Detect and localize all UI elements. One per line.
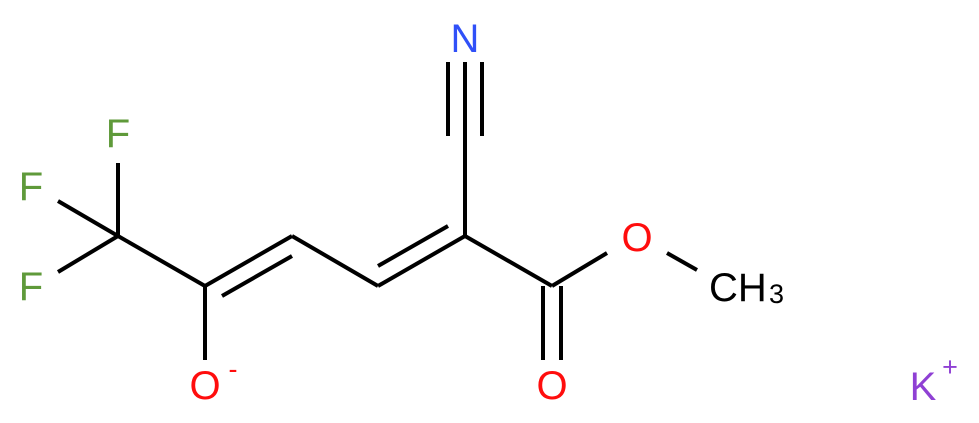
methyl-subscript: 3: [769, 279, 784, 309]
fluorine-left-label: F: [19, 165, 43, 209]
bond-cf3-c2: [117, 234, 206, 288]
bond-c2-c3-inner: [221, 254, 293, 298]
methyl-label: CH: [709, 266, 767, 310]
bond-c4-c5: [377, 234, 466, 288]
bond-c5-cester: [464, 234, 553, 288]
bond-c-f-bottom: [56, 234, 120, 274]
negative-charge-label: -: [229, 354, 238, 384]
fluorine-top-label: F: [106, 112, 130, 156]
oxygen-carbonyl-label: O: [536, 364, 567, 408]
bond-c3-c4: [290, 234, 380, 288]
fluorine-bottom-label: F: [19, 265, 43, 309]
bond-c-f-left: [56, 199, 120, 238]
bond-c4-c5-inner: [377, 224, 449, 268]
bond-o-ch3: [666, 251, 698, 272]
oxygen-ester-label: O: [621, 216, 652, 260]
bond-cester-o: [550, 251, 609, 288]
positive-charge-label: +: [942, 352, 958, 382]
bond-c2-c3: [204, 234, 293, 288]
oxygen-enolate-label: O: [189, 364, 220, 408]
nitrogen-label: N: [451, 17, 480, 61]
potassium-label: K: [910, 365, 937, 409]
